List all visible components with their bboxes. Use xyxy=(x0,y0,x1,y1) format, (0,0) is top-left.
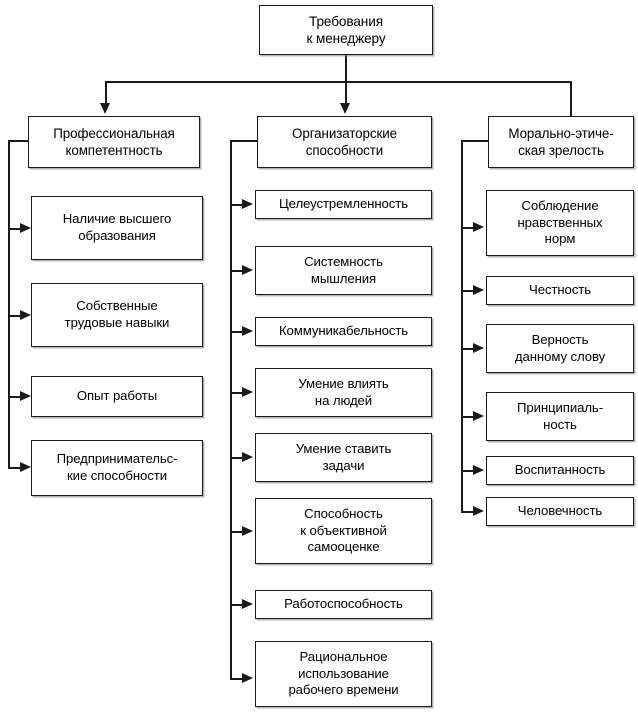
leaf-label-professional-1: Наличие высшего образования xyxy=(62,211,172,243)
arrow-right-moral-3 xyxy=(473,343,484,353)
elbow-top-moral-ethical xyxy=(461,140,489,142)
leaf-box-professional-1: Наличие высшего образования xyxy=(31,196,203,260)
arrow-right-organizational-4 xyxy=(242,387,253,397)
leaf-box-moral-1: Соблюдение нравственных норм xyxy=(486,190,634,256)
leaf-box-organizational-4: Умение влиять на людей xyxy=(255,368,432,417)
connector-organizational-2 xyxy=(230,270,244,272)
distribution-bar xyxy=(105,81,571,83)
arrow-right-moral-1 xyxy=(473,222,484,232)
connector-organizational-5 xyxy=(230,457,244,459)
leaf-box-professional-3: Опыт работы xyxy=(31,376,203,417)
connector-professional-1 xyxy=(8,228,22,230)
connector-professional-2 xyxy=(8,315,22,317)
leaf-box-moral-4: Принципиаль- ность xyxy=(486,392,634,441)
connector-moral-3 xyxy=(461,348,475,350)
arrow-down-organizational xyxy=(340,103,350,114)
leaf-label-moral-2: Честность xyxy=(529,282,591,298)
connector-organizational-6 xyxy=(230,531,244,533)
spine-organizational xyxy=(230,140,232,678)
connector-moral-5 xyxy=(461,470,475,472)
connector-moral-1 xyxy=(461,227,475,229)
leaf-box-moral-3: Верность данному слову xyxy=(486,324,634,373)
arrow-right-moral-6 xyxy=(473,506,484,516)
arrow-right-professional-2 xyxy=(20,310,31,320)
arrow-right-moral-2 xyxy=(473,285,484,295)
connector-moral-6 xyxy=(461,511,475,513)
root-box-label: Требования к менеджеру xyxy=(306,13,386,46)
arrow-right-professional-3 xyxy=(20,391,31,401)
leaf-label-organizational-3: Коммуникабельность xyxy=(278,323,409,339)
category-label-professional: Профессиональная компетентность xyxy=(53,125,175,158)
arrow-right-organizational-1 xyxy=(242,199,253,209)
arrow-right-organizational-3 xyxy=(242,326,253,336)
drop-line-moral-ethical xyxy=(570,81,572,117)
category-box-moral-ethical: Морально-этиче- ская зрелость xyxy=(488,116,634,168)
connector-organizational-7 xyxy=(230,604,244,606)
arrow-right-organizational-5 xyxy=(242,452,253,462)
leaf-label-moral-3: Верность данному слову xyxy=(514,331,606,364)
leaf-label-moral-6: Человечность xyxy=(517,503,603,519)
leaf-label-organizational-7: Работоспособность xyxy=(284,596,403,612)
leaf-label-organizational-4: Умение влиять на людей xyxy=(298,375,389,408)
leaf-label-organizational-6: Способность к объективной самооценке xyxy=(300,505,387,555)
elbow-top-professional xyxy=(8,140,30,142)
leaf-box-professional-4: Предпринимательс- кие способности xyxy=(31,440,203,496)
connector-organizational-4 xyxy=(230,392,244,394)
leaf-box-moral-6: Человечность xyxy=(486,497,634,526)
connector-organizational-1 xyxy=(230,204,244,206)
spine-moral-ethical xyxy=(461,140,463,511)
drop-line-organizational xyxy=(345,81,347,104)
leaf-box-organizational-3: Коммуникабельность xyxy=(255,317,432,346)
leaf-label-organizational-2: Системность мышления xyxy=(304,253,383,286)
connector-professional-4 xyxy=(8,467,22,469)
arrow-right-organizational-8 xyxy=(242,673,253,683)
drop-line-professional xyxy=(105,81,107,104)
leaf-label-moral-5: Воспитанность xyxy=(514,462,606,478)
leaf-label-moral-4: Принципиаль- ность xyxy=(517,399,603,432)
arrow-down-professional xyxy=(100,103,110,114)
arrow-right-organizational-6 xyxy=(242,526,253,536)
category-label-organizational: Организаторские способности xyxy=(292,125,397,158)
leaf-box-professional-2: Собственные трудовые навыки xyxy=(31,283,203,347)
category-box-organizational: Организаторские способности xyxy=(257,116,432,168)
leaf-label-moral-1: Соблюдение нравственных норм xyxy=(517,197,603,247)
leaf-box-organizational-8: Рациональное использование рабочего врем… xyxy=(255,641,432,707)
leaf-label-organizational-8: Рациональное использование рабочего врем… xyxy=(288,648,399,698)
spine-professional xyxy=(8,140,10,467)
leaf-label-organizational-5: Умение ставить задачи xyxy=(295,440,392,473)
leaf-box-organizational-7: Работоспособность xyxy=(255,590,432,619)
leaf-box-moral-2: Честность xyxy=(486,276,634,305)
root-box-requirements: Требования к менеджеру xyxy=(259,5,433,55)
connector-organizational-3 xyxy=(230,331,244,333)
leaf-box-organizational-6: Способность к объективной самооценке xyxy=(255,498,432,564)
arrow-right-organizational-7 xyxy=(242,599,253,609)
arrow-right-professional-1 xyxy=(20,223,31,233)
leaf-box-moral-5: Воспитанность xyxy=(486,456,634,485)
leaf-box-organizational-2: Системность мышления xyxy=(255,246,432,295)
elbow-top-organizational xyxy=(230,140,258,142)
category-box-professional: Профессиональная компетентность xyxy=(28,116,200,168)
leaf-label-organizational-1: Целеустремленность xyxy=(279,196,408,212)
leaf-label-professional-3: Опыт работы xyxy=(76,388,158,404)
connector-moral-2 xyxy=(461,290,475,292)
arrow-right-organizational-2 xyxy=(242,265,253,275)
leaf-label-professional-2: Собственные трудовые навыки xyxy=(64,298,170,330)
leaf-box-organizational-5: Умение ставить задачи xyxy=(255,433,432,482)
arrow-right-moral-5 xyxy=(473,465,484,475)
connector-organizational-8 xyxy=(230,678,244,680)
connector-professional-3 xyxy=(8,396,22,398)
root-stem xyxy=(345,55,347,81)
arrow-right-moral-4 xyxy=(473,411,484,421)
category-label-moral-ethical: Морально-этиче- ская зрелость xyxy=(508,125,614,158)
leaf-label-professional-4: Предпринимательс- кие способности xyxy=(56,451,178,483)
leaf-box-organizational-1: Целеустремленность xyxy=(255,190,432,219)
arrow-right-professional-4 xyxy=(20,462,31,472)
connector-moral-4 xyxy=(461,416,475,418)
